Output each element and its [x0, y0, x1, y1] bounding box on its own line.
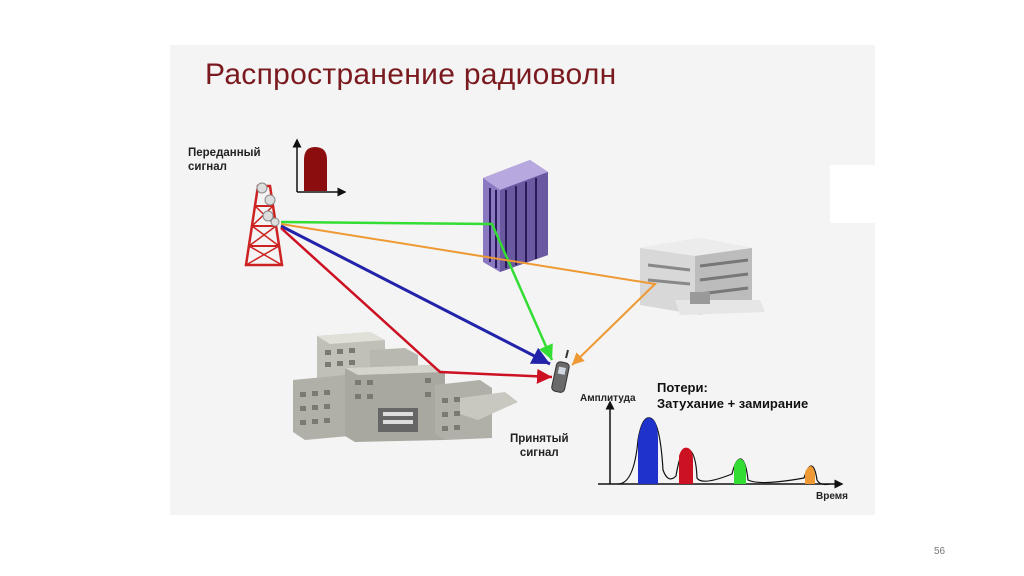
path-green [280, 220, 554, 361]
city-buildings-icon [293, 332, 518, 442]
propagation-paths [280, 220, 658, 384]
mobile-phone-icon [551, 349, 570, 393]
peak-orange [805, 466, 815, 484]
transmitted-signal-label: Переданный сигнал [188, 147, 261, 173]
slide-title: Распространение радиоволн [205, 58, 617, 91]
slide-background [170, 45, 875, 515]
time-axis-label: Время [816, 491, 848, 502]
losses-label: Потери: Затухание + замирание [657, 380, 809, 411]
transmitted-pulse [304, 147, 327, 191]
path-red [280, 227, 553, 384]
page-number: 56 [934, 546, 946, 557]
blank-area [830, 165, 875, 223]
amplitude-axis-label: Амплитуда [580, 393, 636, 404]
path-orange [280, 223, 658, 366]
transmitted-signal-chart [292, 138, 347, 197]
peak-red [679, 447, 693, 484]
office-building-icon [640, 238, 765, 315]
received-signal-label: Принятый сигнал [510, 433, 569, 459]
purple-skyscraper-icon [483, 160, 548, 272]
peak-green [734, 458, 746, 484]
path-blue [280, 224, 551, 366]
transmitter-tower-icon [244, 182, 284, 267]
received-signal-chart [598, 400, 844, 489]
peak-blue [638, 417, 658, 484]
